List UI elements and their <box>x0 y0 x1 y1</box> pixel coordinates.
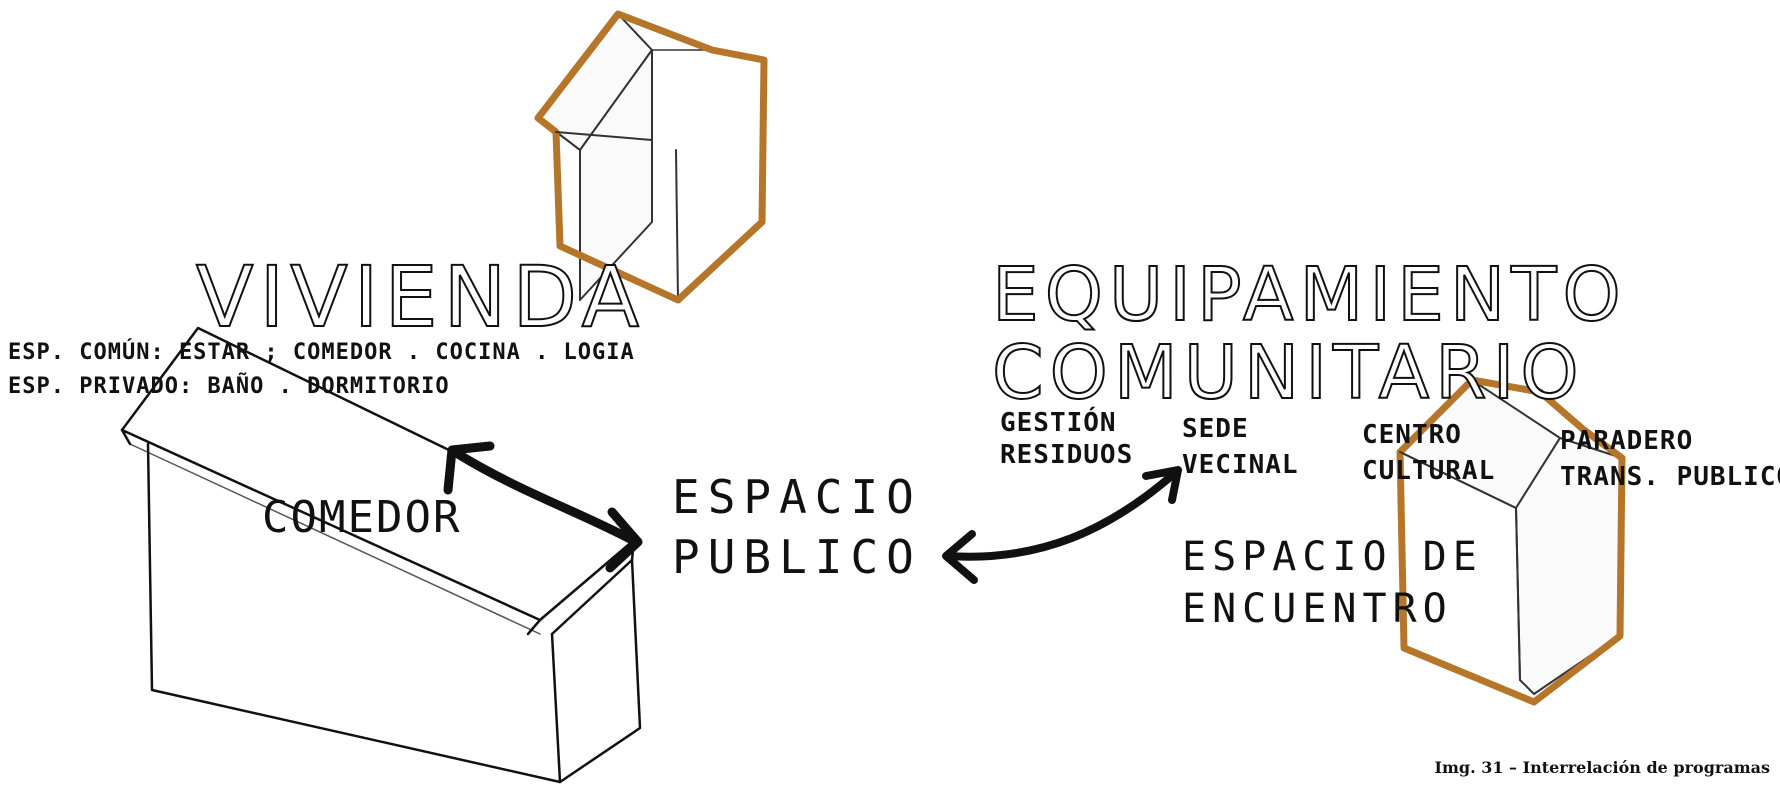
program-cultural-center-line1: CENTRO <box>1362 420 1462 450</box>
double-arrow-housing-public <box>443 441 643 573</box>
program-waste-line2: RESIDUOS <box>1000 440 1134 470</box>
program-cultural-center-line2: CULTURAL <box>1362 456 1496 486</box>
housing-unit-volume <box>534 10 768 304</box>
private-spaces-label: ESP. PRIVADO: BAÑO . DORMITORIO <box>8 374 450 399</box>
program-transit-stop-line1: PARADERO <box>1560 426 1694 456</box>
figure-caption: Img. 31 – Interrelación de programas <box>1434 758 1770 777</box>
program-transit-stop-line2: TRANS. PUBLICO <box>1560 462 1780 492</box>
program-neighborhood-hq-line2: VECINAL <box>1182 450 1299 480</box>
vivienda-title: VIVIENDA <box>195 247 646 347</box>
common-spaces-label: ESP. COMÚN: ESTAR ; COMEDOR . COCINA . L… <box>8 340 635 365</box>
meeting-space-label-line2: ENCUENTRO <box>1182 586 1453 632</box>
public-space-label-line2: PUBLICO <box>672 530 922 584</box>
public-space-label-line1: ESPACIO <box>672 470 922 524</box>
double-arrow-public-community <box>942 466 1182 584</box>
program-neighborhood-hq-line1: SEDE <box>1182 414 1249 444</box>
community-equipment-volume <box>1396 376 1626 706</box>
community-equipment-title-line1: EQUIPAMIENTO <box>991 251 1627 339</box>
program-waste-line1: GESTIÓN <box>1000 408 1117 438</box>
community-equipment-title-line2: COMUNITARIO <box>991 329 1585 417</box>
meeting-space-label-line1: ESPACIO DE <box>1182 534 1483 580</box>
comedor-label: COMEDOR <box>262 492 462 543</box>
